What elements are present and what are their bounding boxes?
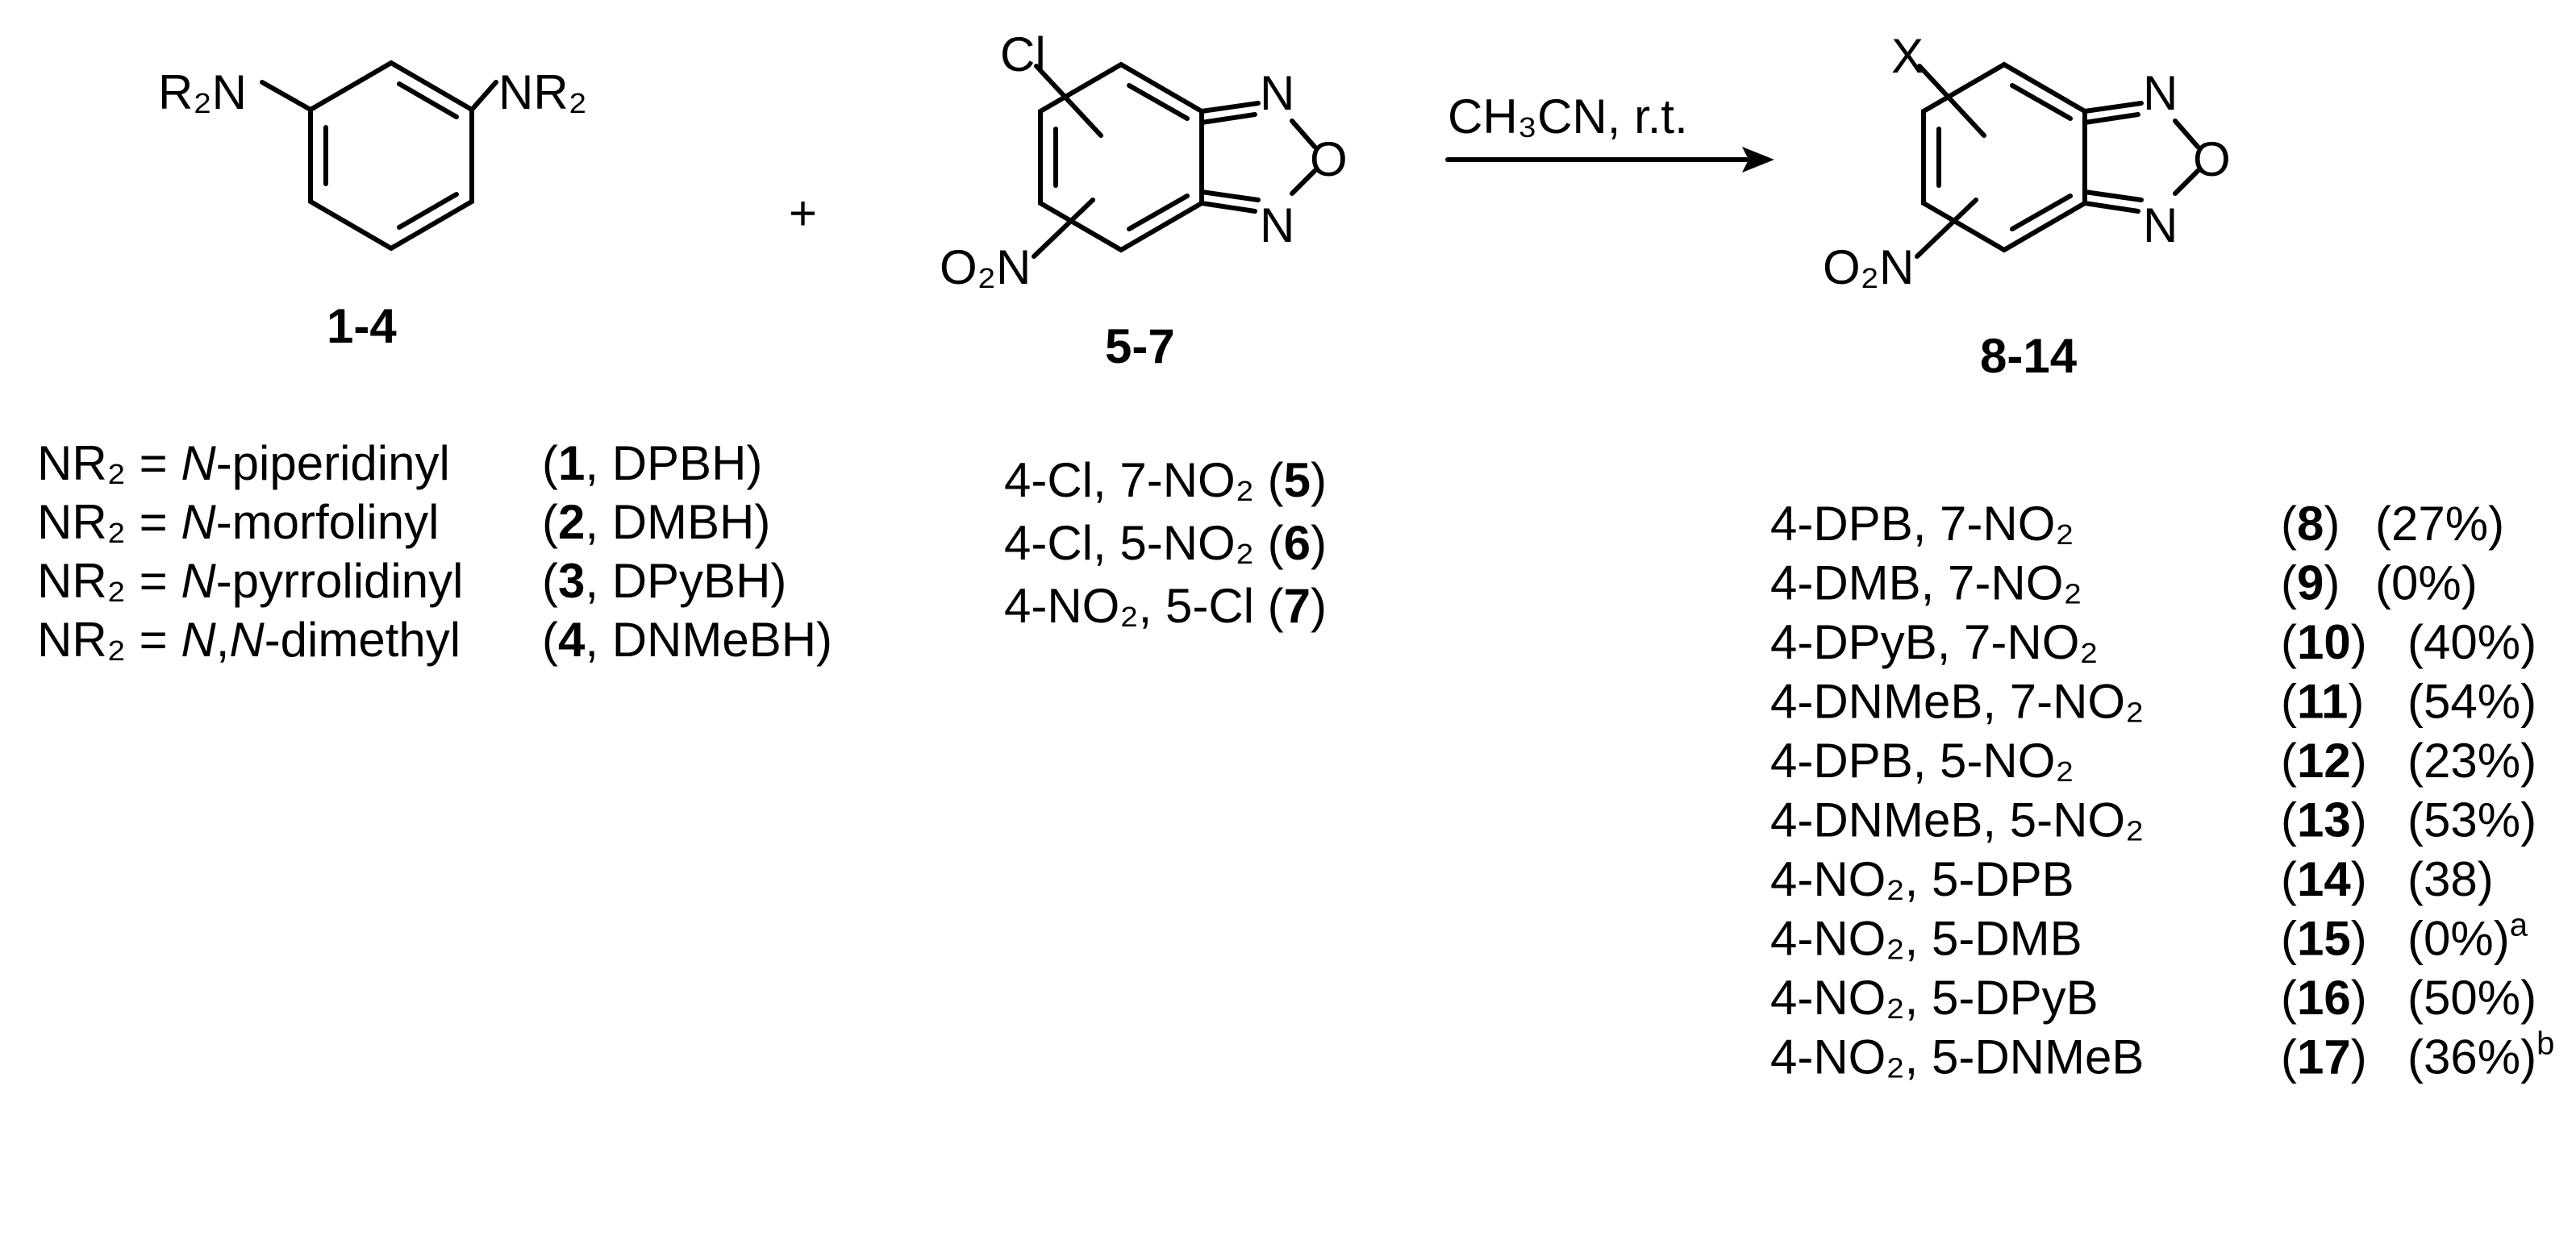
reactant-definition-3: 4-NO₂, 5-Cl (7) [1004, 579, 1327, 633]
diamine-right-substituent: NR₂ [498, 65, 587, 119]
product-row-name: 4-NO₂, 5-DPyB [1770, 971, 2099, 1025]
product-row-compound-number: (15) [2281, 912, 2367, 966]
product-row-yield: (27%) [2375, 497, 2504, 551]
product-row-name: 4-DNMeB, 5-NO₂ [1770, 793, 2144, 847]
reactant-chloro-substituent: Cl [1000, 27, 1046, 81]
product-row-yield: (54%) [2407, 675, 2536, 729]
product-row-compound-number: (16) [2281, 971, 2367, 1025]
product-row-yield: (23%) [2407, 734, 2536, 788]
reactant-atom-n-bottom: N [1260, 198, 1294, 252]
reactant-definition-1: 4-Cl, 7-NO₂ (5) [1004, 453, 1327, 507]
product-row-name: 4-DPyB, 7-NO₂ [1770, 615, 2099, 669]
product-row-footnote: b [2536, 1026, 2554, 1062]
product-row-compound-number: (13) [2281, 793, 2367, 847]
product-compound-label: 8-14 [1980, 329, 2078, 383]
product-row-compound-number: (8) [2281, 497, 2340, 551]
definition-line-3: NR₂ = N-pyrrolidinyl(3, DPyBH) [37, 554, 786, 608]
reactant-atom-o: O [1310, 132, 1348, 186]
product-row-yield: (53%) [2407, 793, 2536, 847]
product-row-name: 4-DNMeB, 7-NO₂ [1770, 675, 2144, 729]
product-row-yield: (36%)b [2407, 1026, 2554, 1084]
product-atom-n-top: N [2143, 66, 2178, 120]
diamine-structure [260, 60, 498, 252]
plus-sign: + [789, 186, 817, 240]
product-row-yield: (38) [2407, 852, 2494, 906]
product-atom-n-bottom: N [2143, 198, 2178, 252]
product-structure [1915, 61, 2200, 259]
product-row-yield: (0%) [2375, 556, 2478, 610]
product-row-yield: (0%)a [2407, 908, 2528, 966]
diamine-left-substituent: R₂N [158, 65, 247, 119]
product-row-footnote: a [2510, 908, 2528, 943]
reactant-definition-2: 4-Cl, 5-NO₂ (6) [1004, 516, 1327, 570]
product-row-compound-number: (17) [2281, 1030, 2367, 1084]
reactant-atom-n-top: N [1260, 66, 1294, 120]
product-nitro-substituent: O₂N [1823, 240, 1914, 294]
diamine-definitions: NR₂ = N-piperidinyl(1, DPBH) NR₂ = N-mor… [37, 436, 832, 667]
definition-line-4: NR₂ = N,N-dimethyl(4, DNMeBH) [37, 613, 832, 667]
product-row-yield: (40%) [2407, 615, 2536, 669]
product-x-substituent: X [1891, 29, 1924, 83]
product-row-compound-number: (11) [2281, 675, 2364, 729]
product-row-name: 4-DMB, 7-NO₂ [1770, 556, 2082, 610]
product-row-name: 4-NO₂, 5-DPB [1770, 852, 2074, 906]
benzofurazan-definitions: 4-Cl, 7-NO₂ (5) 4-Cl, 5-NO₂ (6) 4-NO₂, 5… [1004, 453, 1327, 633]
product-atom-o: O [2193, 132, 2231, 186]
product-row-name: 4-DPB, 7-NO₂ [1770, 497, 2074, 551]
definition-line-1: NR₂ = N-piperidinyl(1, DPBH) [37, 436, 762, 490]
benzofurazan-reactant-structure [1032, 61, 1317, 259]
product-row-name: 4-DPB, 5-NO₂ [1770, 734, 2074, 788]
product-row-name: 4-NO₂, 5-DNMeB [1770, 1030, 2144, 1084]
product-row-yield: (50%) [2407, 971, 2536, 1025]
product-row-compound-number: (14) [2281, 852, 2367, 906]
benzofurazan-compound-label: 5-7 [1105, 319, 1175, 373]
product-row-compound-number: (12) [2281, 734, 2367, 788]
product-row-compound-number: (10) [2281, 615, 2367, 669]
reaction-arrow [1445, 147, 1774, 173]
reaction-conditions: CH₃CN, r.t. [1448, 89, 1688, 144]
diamine-compound-label: 1-4 [327, 299, 397, 353]
product-list: 4-DPB, 7-NO₂ (8) (27%) 4-DMB, 7-NO₂ (9) (0%) 4… [1770, 497, 2554, 1084]
product-row-compound-number: (9) [2281, 556, 2340, 610]
product-row-name: 4-NO₂, 5-DMB [1770, 912, 2082, 966]
reactant-nitro-substituent: O₂N [940, 240, 1031, 294]
definition-line-2: NR₂ = N-morfolinyl(2, DMBH) [37, 495, 770, 549]
